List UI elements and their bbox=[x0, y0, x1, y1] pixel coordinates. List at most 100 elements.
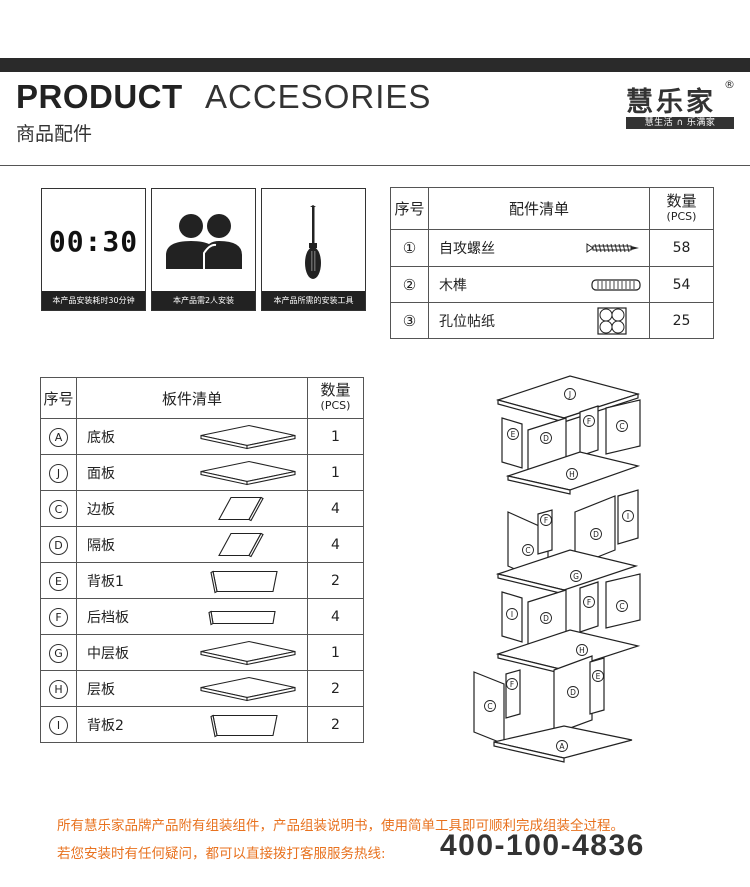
boards-table-header: 序号 板件清单 数量(PCS) bbox=[40, 377, 364, 419]
diagram-label: F bbox=[587, 598, 591, 607]
diagram-label: H bbox=[569, 470, 575, 479]
row-name: 面板 bbox=[76, 454, 308, 491]
diagram-label: C bbox=[619, 602, 624, 611]
header-qty-unit: (PCS) bbox=[320, 399, 351, 412]
brand-registered-mark: ® bbox=[724, 78, 735, 91]
row-no-circle: E bbox=[49, 571, 68, 591]
board-wide-flat-board-icon bbox=[200, 676, 296, 701]
diagram-label: G bbox=[573, 572, 579, 581]
diagram-label-circle bbox=[540, 612, 552, 624]
board-square-panel-icon bbox=[218, 496, 264, 521]
row-no-circle: I bbox=[49, 715, 68, 735]
header-qty: 数量(PCS) bbox=[307, 377, 364, 419]
row-no: ① bbox=[390, 229, 429, 267]
footer-hotline-text: 若您安装时有任何疑问，都可以直接拨打客服服务热线: bbox=[57, 846, 386, 862]
header-board-list: 板件清单 bbox=[76, 377, 308, 419]
diagram-label-circle bbox=[616, 420, 628, 432]
header-no: 序号 bbox=[40, 377, 77, 419]
header-qty: 数量(PCS) bbox=[649, 187, 714, 230]
hotline-number: 400-100-4836 bbox=[440, 829, 645, 862]
brand-tagline: 慧生活 ∩ 乐满家 bbox=[626, 117, 734, 129]
diagram-label-circle bbox=[616, 600, 628, 612]
row-name: 层板 bbox=[76, 670, 308, 707]
row-no: I bbox=[40, 706, 77, 743]
diagram-label: F bbox=[587, 417, 591, 426]
install-tool-label: 本产品所需的安装工具 bbox=[262, 291, 365, 310]
diagram-panels bbox=[473, 375, 641, 763]
table-row: ② 木榫 54 bbox=[390, 266, 714, 303]
diagram-label-circle bbox=[506, 678, 518, 690]
diagram-label-circle bbox=[484, 700, 496, 712]
panel-F-bottom bbox=[505, 669, 521, 719]
diagram-label: H bbox=[579, 646, 585, 655]
row-name-text: 后档板 bbox=[87, 609, 129, 626]
board-wide-flat-board-icon bbox=[200, 640, 296, 665]
row-name: 背板1 bbox=[76, 562, 308, 599]
header-no: 序号 bbox=[390, 187, 429, 230]
panel-A-edge bbox=[493, 741, 565, 763]
page-title-light: ACCESORIES bbox=[205, 78, 432, 115]
diagram-label-circle bbox=[556, 740, 568, 752]
row-no: F bbox=[40, 598, 77, 635]
install-people-label: 本产品需2人安装 bbox=[152, 291, 255, 310]
row-name-text: 层板 bbox=[87, 681, 115, 698]
screw-icon bbox=[586, 243, 639, 253]
row-name: 木榫 bbox=[428, 266, 650, 303]
row-no: G bbox=[40, 634, 77, 671]
row-no: A bbox=[40, 418, 77, 455]
row-name-text: 边板 bbox=[87, 501, 115, 518]
row-no-circle: D bbox=[49, 535, 68, 555]
row-qty: 4 bbox=[307, 526, 364, 563]
diagram-label: C bbox=[525, 546, 530, 555]
diagram-label-circle bbox=[567, 686, 579, 698]
diagram-label: J bbox=[568, 390, 571, 399]
table-row: I 背板2 2 bbox=[40, 706, 364, 743]
header-qty-label: 数量 bbox=[320, 381, 351, 399]
row-no-circle: G bbox=[49, 643, 68, 663]
table-row: ① 自攻螺丝 58 bbox=[390, 229, 714, 267]
page-title-bold: PRODUCT bbox=[16, 78, 183, 115]
row-name-text: 底板 bbox=[87, 429, 115, 446]
row-qty: 25 bbox=[649, 302, 714, 339]
row-qty: 2 bbox=[307, 706, 364, 743]
diagram-label-circle bbox=[540, 432, 552, 444]
row-name: 中层板 bbox=[76, 634, 308, 671]
row-qty: 4 bbox=[307, 490, 364, 527]
row-no: D bbox=[40, 526, 77, 563]
header-qty-label: 数量 bbox=[666, 191, 697, 210]
install-time-box: 00:30 本产品安装耗时30分钟 bbox=[41, 188, 146, 311]
install-time-label: 本产品安装耗时30分钟 bbox=[42, 291, 145, 310]
row-no-circle: H bbox=[49, 679, 68, 699]
diagram-label: F bbox=[544, 516, 548, 525]
diagram-label: E bbox=[511, 430, 516, 439]
diagram-label-circle bbox=[540, 514, 552, 526]
diagram-label: I bbox=[627, 512, 629, 521]
row-no: C bbox=[40, 490, 77, 527]
board-back-panel-icon bbox=[210, 714, 278, 737]
row-qty: 58 bbox=[649, 229, 714, 267]
diagram-label-circle bbox=[576, 644, 588, 656]
diagram-label: C bbox=[487, 702, 492, 711]
row-name: 后档板 bbox=[76, 598, 308, 635]
row-qty: 1 bbox=[307, 634, 364, 671]
row-qty: 2 bbox=[307, 562, 364, 599]
row-name: 背板2 bbox=[76, 706, 308, 743]
diagram-label-circle bbox=[590, 528, 602, 540]
row-name-text: 背板2 bbox=[87, 717, 124, 734]
row-name: 自攻螺丝 bbox=[428, 229, 650, 267]
install-tool-box: 本产品所需的安装工具 bbox=[261, 188, 366, 311]
board-wide-flat-board-icon bbox=[200, 460, 296, 485]
row-name: 孔位帖纸 bbox=[428, 302, 650, 339]
row-name: 底板 bbox=[76, 418, 308, 455]
header-bar bbox=[0, 58, 750, 72]
page-subtitle: 商品配件 bbox=[16, 123, 93, 145]
install-people-box: 本产品需2人安装 bbox=[151, 188, 256, 311]
board-wide-flat-board-icon bbox=[200, 424, 296, 449]
board-square-panel-icon bbox=[218, 532, 264, 557]
row-name-text: 面板 bbox=[87, 465, 115, 482]
